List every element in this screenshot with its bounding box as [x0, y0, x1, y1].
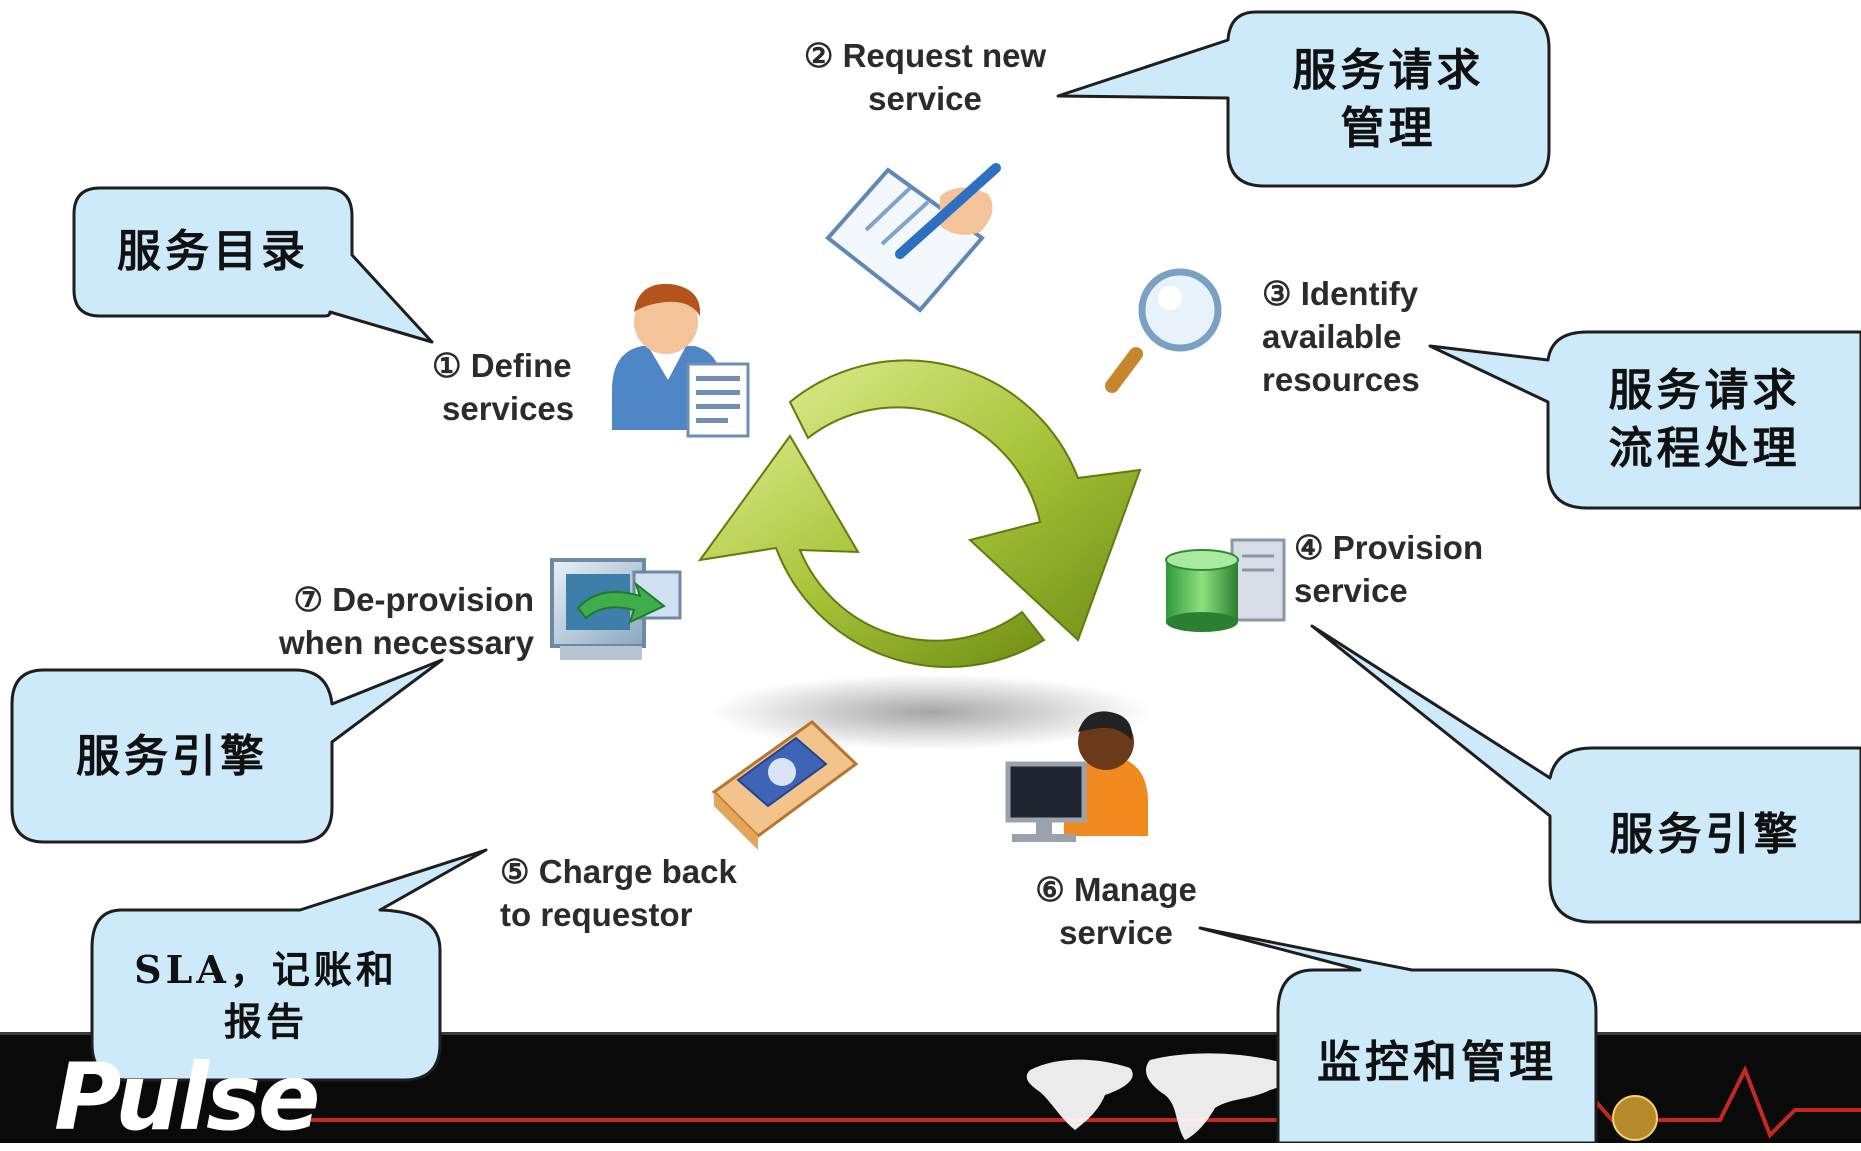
step-deprovision-line-2: when necessary: [279, 624, 534, 661]
step-define-line-2: services: [442, 390, 575, 427]
step-identify-line-3: resources: [1262, 361, 1420, 398]
step-request-line-1: ② Request new: [803, 37, 1047, 74]
callout-engine-left: 服务引擎: [12, 728, 332, 786]
step-charge-line-1: ⑤ Charge back: [500, 853, 737, 890]
brand-logo: Pulse: [54, 1044, 320, 1151]
step-identify-line-2: available: [1262, 318, 1402, 355]
callout-engine-right-line-1: 服务引擎: [1609, 809, 1802, 860]
computer-transfer-icon: [550, 558, 682, 660]
step-deprovision: ⑦ De-provision when necessary: [232, 578, 534, 664]
step-provision-line-1: ④ Provision: [1294, 529, 1484, 566]
step-define: ① Define services: [432, 344, 574, 430]
step-charge: ⑤ Charge back to requestor: [500, 850, 737, 936]
callout-engine-left-line-1: 服务引擎: [76, 731, 268, 782]
callout-process-bubble: [1428, 330, 1861, 510]
cycle-arrows-icon: [697, 359, 1150, 750]
server-database-icon: [1165, 538, 1286, 632]
callout-engine-right: 服务引擎: [1550, 806, 1861, 864]
step-deprovision-line-1: ⑦ De-provision: [293, 581, 534, 618]
money-stack-icon: [711, 720, 859, 850]
callout-engine-right-bubble: [1310, 624, 1861, 924]
callout-catalog: 服务目录: [74, 223, 352, 281]
step-charge-line-2: to requestor: [500, 896, 693, 933]
callout-monitor: 监控和管理: [1278, 1034, 1596, 1092]
magnifier-icon: [1105, 268, 1222, 393]
step-manage-line-2: service: [1059, 914, 1173, 951]
step-manage-line-1: ⑥ Manage: [1035, 871, 1197, 908]
callout-catalog-bubble: [72, 186, 434, 344]
step-identify: ③ Identify available resources: [1262, 272, 1420, 401]
step-request-line-2: service: [868, 80, 982, 117]
step-manage: ⑥ Manage service: [1018, 868, 1214, 954]
callout-request-mgmt-bubble: [1056, 10, 1551, 188]
callout-sla-line-1: SLA，记账和: [134, 947, 398, 992]
callout-catalog-line-1: 服务目录: [117, 226, 309, 277]
callout-sla: SLA，记账和 报告: [92, 944, 440, 1048]
step-provision: ④ Provision service: [1294, 526, 1483, 612]
callout-sla-bubble: [90, 848, 488, 1082]
callout-request-mgmt: 服务请求 管理: [1228, 42, 1549, 158]
callout-process-line-2: 流程处理: [1608, 423, 1801, 474]
user-catalog-icon: [612, 283, 750, 438]
step-provision-line-2: service: [1294, 572, 1408, 609]
step-identify-line-1: ③ Identify: [1262, 275, 1419, 312]
callout-monitor-line-1: 监控和管理: [1317, 1037, 1557, 1088]
step-define-line-1: ① Define: [432, 347, 572, 384]
callout-process: 服务请求 流程处理: [1548, 362, 1861, 478]
step-request: ② Request new service: [788, 34, 1062, 120]
callout-process-line-1: 服务请求: [1608, 365, 1801, 416]
pen-document-icon: [825, 163, 1001, 313]
callout-monitor-bubble: [1198, 926, 1598, 1143]
callout-request-mgmt-line-1: 服务请求: [1292, 45, 1485, 96]
world-map-icon: [1026, 1053, 1291, 1140]
callout-request-mgmt-line-2: 管理: [1340, 103, 1437, 154]
callout-engine-left-bubble: [10, 658, 444, 844]
globe-icon: [1612, 1095, 1658, 1141]
user-workstation-icon: [1005, 711, 1148, 842]
callout-sla-line-2: 报告: [223, 999, 308, 1044]
